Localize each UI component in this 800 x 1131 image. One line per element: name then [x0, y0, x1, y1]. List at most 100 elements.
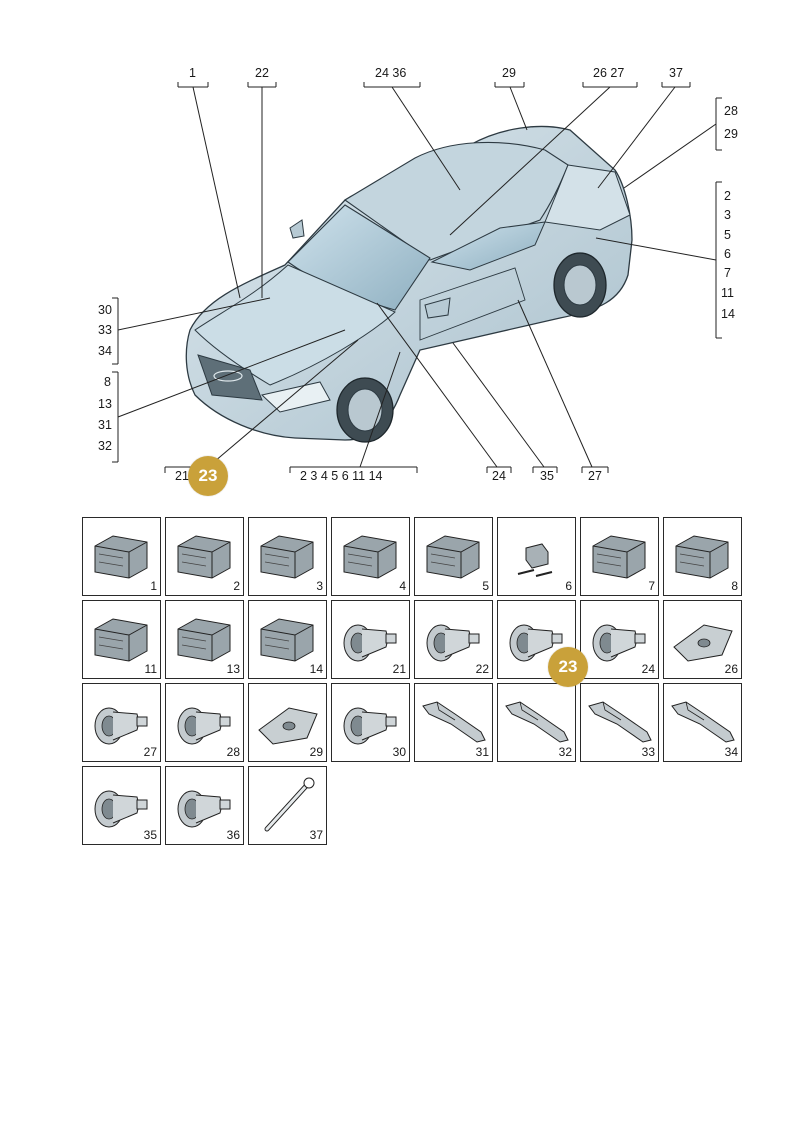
- tool-icon: [264, 777, 315, 832]
- callout-r3: 3: [724, 208, 731, 222]
- part-cell-27[interactable]: 27: [82, 683, 161, 762]
- callout-bottom-list: 2 3 4 5 6 11 14: [300, 469, 383, 483]
- grommet-icon: [94, 707, 148, 745]
- part-number: 21: [392, 662, 406, 676]
- connector-housing-icon: [260, 535, 314, 579]
- part-number: 3: [316, 579, 323, 593]
- connector-housing-icon: [592, 535, 646, 579]
- part-cell-21[interactable]: 21: [331, 600, 410, 679]
- callout-29: 29: [502, 66, 516, 80]
- part-cell-6[interactable]: 6: [497, 517, 576, 596]
- grommet-icon: [177, 707, 231, 745]
- callout-30: 30: [98, 303, 112, 317]
- part-number: 4: [399, 579, 406, 593]
- part-number: 36: [226, 828, 240, 842]
- callout-r11: 11: [721, 286, 734, 300]
- part-number: 33: [641, 745, 655, 759]
- callout-r5: 5: [724, 228, 731, 242]
- callout-8: 8: [104, 375, 111, 389]
- callout-r14: 14: [721, 307, 735, 321]
- callout-r7: 7: [724, 266, 731, 280]
- connector-housing-icon: [94, 535, 148, 579]
- part-number: 24: [641, 662, 655, 676]
- car-diagram: 1 22 24 36 29 26 27 37 28 29 2 3 5 6 7 1…: [0, 0, 800, 500]
- cable-duct-icon: [505, 701, 569, 743]
- part-cell-11[interactable]: 11: [82, 600, 161, 679]
- grommet-plate-icon: [258, 707, 318, 745]
- part-cell-37[interactable]: 37: [248, 766, 327, 845]
- part-number: 13: [226, 662, 240, 676]
- part-cell-3[interactable]: 3: [248, 517, 327, 596]
- part-number: 26: [724, 662, 738, 676]
- part-cell-28[interactable]: 28: [165, 683, 244, 762]
- part-number: 37: [309, 828, 323, 842]
- badge-23-diagram: 23: [188, 456, 228, 496]
- cable-duct-icon: [422, 701, 486, 743]
- part-number: 34: [724, 745, 738, 759]
- part-cell-4[interactable]: 4: [331, 517, 410, 596]
- callout-r6: 6: [724, 247, 731, 261]
- part-number: 28: [226, 745, 240, 759]
- connector-housing-icon: [260, 618, 314, 662]
- part-cell-30[interactable]: 30: [331, 683, 410, 762]
- callout-24-bottom: 24: [492, 469, 506, 483]
- grommet-icon: [509, 624, 563, 662]
- grommet-icon: [592, 624, 646, 662]
- callout-28: 28: [724, 104, 738, 118]
- part-number: 22: [475, 662, 489, 676]
- part-cell-7[interactable]: 7: [580, 517, 659, 596]
- part-number: 1: [150, 579, 157, 593]
- part-number: 5: [482, 579, 489, 593]
- part-cell-24[interactable]: 24: [580, 600, 659, 679]
- part-number: 14: [309, 662, 323, 676]
- part-cell-33[interactable]: 33: [580, 683, 659, 762]
- part-cell-35[interactable]: 35: [82, 766, 161, 845]
- part-number: 6: [565, 579, 572, 593]
- grommet-icon: [343, 624, 397, 662]
- callout-29-right: 29: [724, 127, 738, 141]
- part-cell-26[interactable]: 26: [663, 600, 742, 679]
- grommet-plate-icon: [673, 624, 733, 662]
- part-cell-34[interactable]: 34: [663, 683, 742, 762]
- part-cell-5[interactable]: 5: [414, 517, 493, 596]
- fuse-holder-icon: [517, 543, 553, 577]
- part-number: 8: [731, 579, 738, 593]
- callout-35: 35: [540, 469, 554, 483]
- cable-duct-icon: [588, 701, 652, 743]
- connector-housing-icon: [177, 618, 231, 662]
- grommet-icon: [177, 790, 231, 828]
- callout-22: 22: [255, 66, 269, 80]
- callout-34: 34: [98, 344, 112, 358]
- part-cell-31[interactable]: 31: [414, 683, 493, 762]
- callout-33: 33: [98, 323, 112, 337]
- callout-31: 31: [98, 418, 112, 432]
- part-cell-14[interactable]: 14: [248, 600, 327, 679]
- part-cell-22[interactable]: 22: [414, 600, 493, 679]
- callout-13: 13: [98, 397, 112, 411]
- connector-housing-icon: [675, 535, 729, 579]
- callout-1: 1: [189, 66, 196, 80]
- grommet-icon: [343, 707, 397, 745]
- part-cell-32[interactable]: 32: [497, 683, 576, 762]
- callout-37: 37: [669, 66, 683, 80]
- part-cell-36[interactable]: 36: [165, 766, 244, 845]
- part-cell-8[interactable]: 8: [663, 517, 742, 596]
- part-cell-29[interactable]: 29: [248, 683, 327, 762]
- part-cell-1[interactable]: 1: [82, 517, 161, 596]
- part-number: 29: [309, 745, 323, 759]
- connector-housing-icon: [94, 618, 148, 662]
- callout-r2: 2: [724, 189, 731, 203]
- part-cell-13[interactable]: 13: [165, 600, 244, 679]
- callout-26-27: 26 27: [593, 66, 625, 80]
- connector-housing-icon: [177, 535, 231, 579]
- car-illustration: [112, 82, 722, 473]
- part-number: 27: [143, 745, 157, 759]
- callout-32: 32: [98, 439, 112, 453]
- part-number: 11: [144, 662, 157, 676]
- part-cell-2[interactable]: 2: [165, 517, 244, 596]
- part-number: 31: [475, 745, 489, 759]
- connector-housing-icon: [343, 535, 397, 579]
- part-number: 35: [143, 828, 157, 842]
- part-number: 32: [558, 745, 572, 759]
- part-number: 2: [233, 579, 240, 593]
